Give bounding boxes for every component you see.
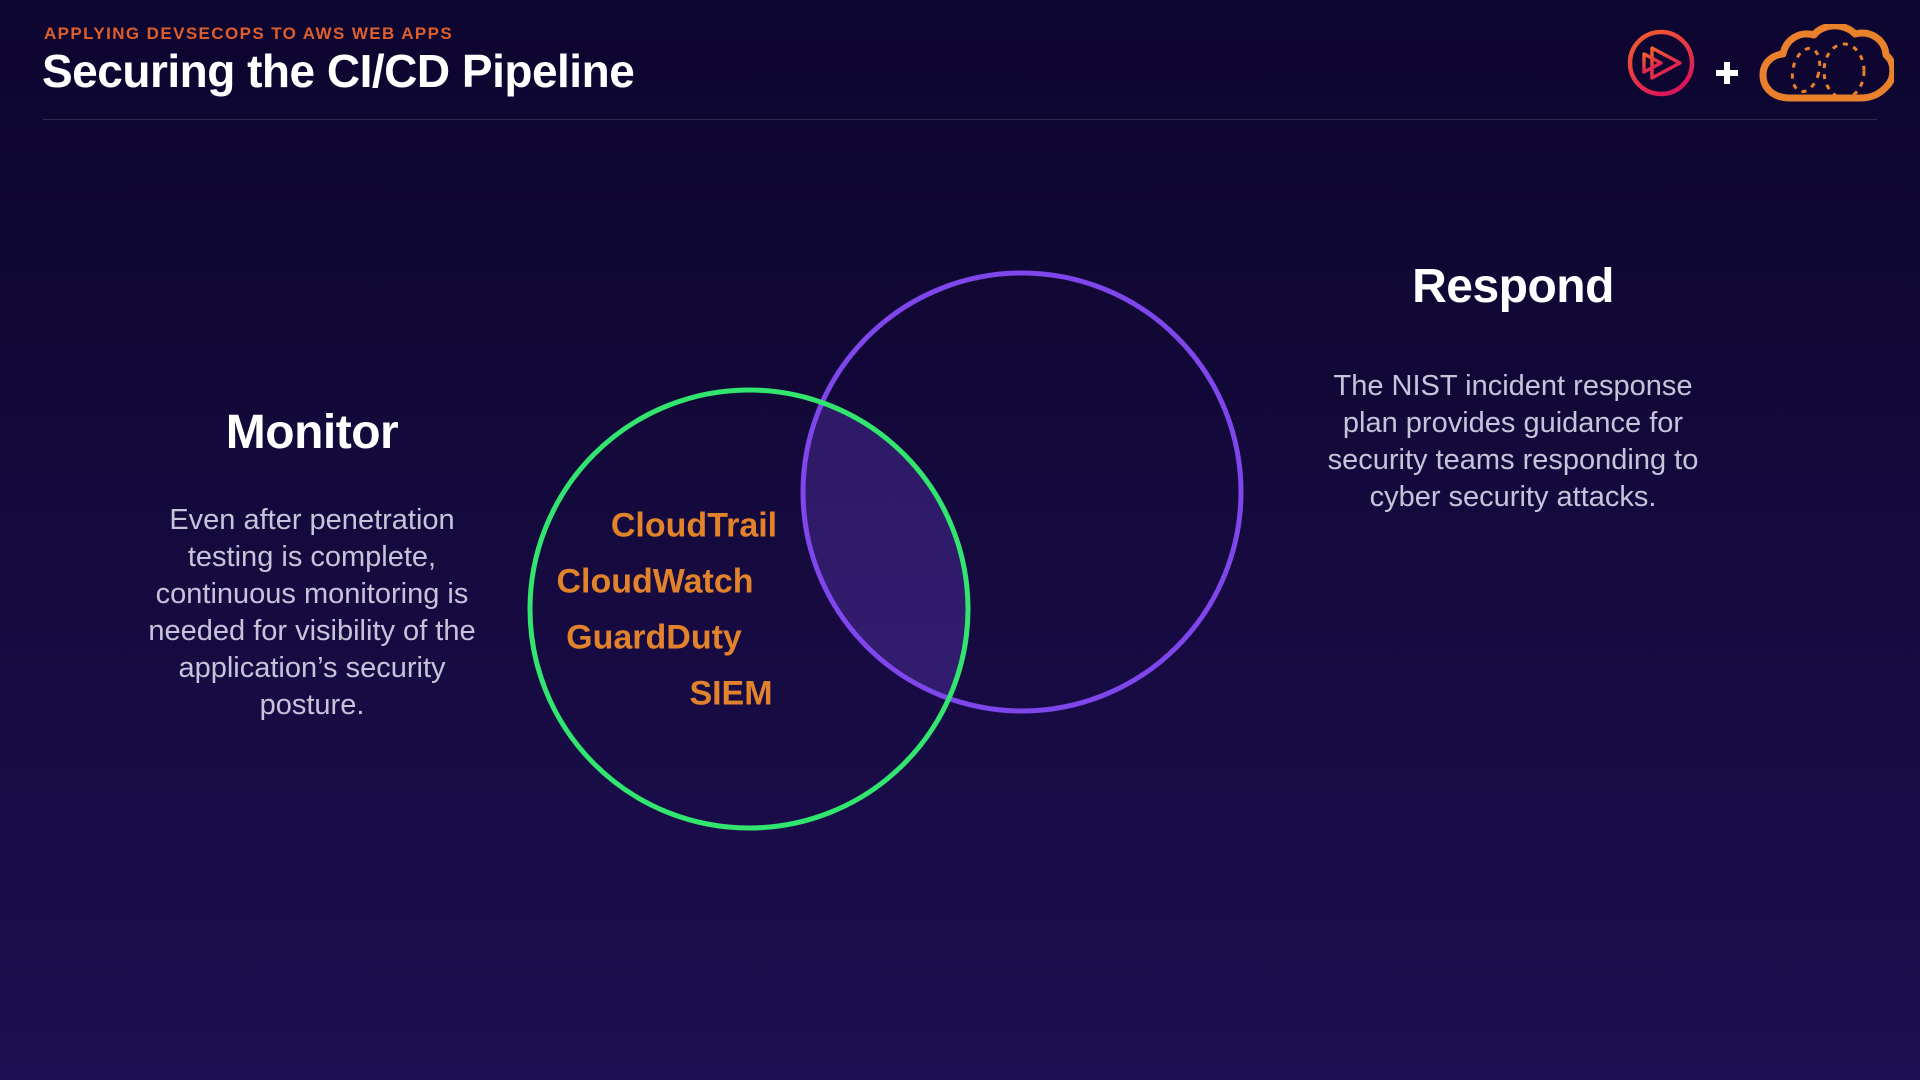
respond-heading: Respond bbox=[1412, 260, 1614, 313]
plus-icon bbox=[1716, 62, 1738, 84]
respond-circle bbox=[800, 270, 1244, 714]
monitor-circle bbox=[527, 387, 971, 831]
slide-title: Securing the CI/CD Pipeline bbox=[42, 45, 635, 97]
venn-item-cloudwatch: CloudWatch bbox=[556, 562, 754, 601]
venn-item-cloudtrail: CloudTrail bbox=[610, 506, 778, 545]
venn-overlap bbox=[803, 390, 968, 711]
monitor-section: Monitor Even after penetration testing i… bbox=[112, 404, 512, 724]
venn-item-guardduty: GuardDuty bbox=[566, 618, 742, 657]
aws-cloud-icon bbox=[1759, 24, 1894, 102]
respond-section: Respond The NIST incident response plan … bbox=[1303, 258, 1723, 516]
venn-item-siem: SIEM bbox=[689, 674, 773, 713]
monitor-heading: Monitor bbox=[225, 406, 399, 459]
header-divider bbox=[43, 119, 1877, 120]
pluralsight-logo-icon bbox=[1627, 29, 1695, 97]
respond-body: The NIST incident response plan provides… bbox=[1327, 370, 1699, 513]
monitor-body: Even after penetration testing is comple… bbox=[148, 504, 476, 721]
course-kicker: APPLYING DEVSECOPS TO AWS WEB APPS bbox=[44, 24, 454, 43]
